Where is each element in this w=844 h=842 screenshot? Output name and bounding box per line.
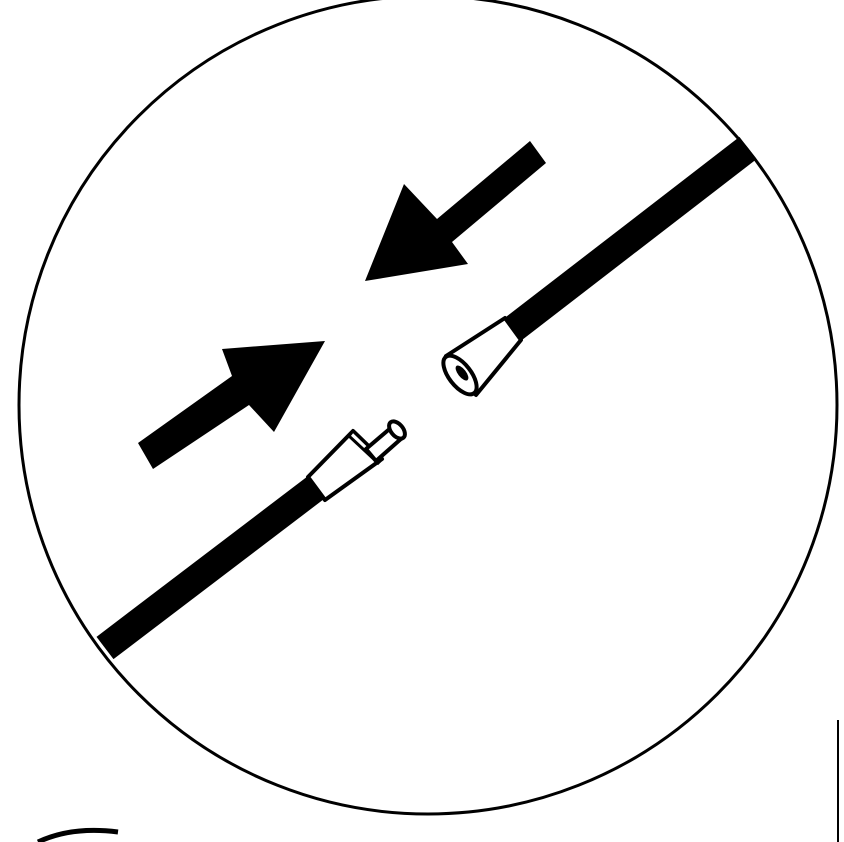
plug-body: [308, 431, 382, 500]
arrow-down-left-icon: [365, 141, 546, 281]
edge-mark-bottom-left: [38, 830, 118, 842]
arrow-up-right-icon: [138, 341, 325, 469]
circle-frame: [19, 0, 837, 814]
plug-pin: [366, 418, 408, 461]
left-cable-body: [105, 486, 318, 648]
right-cable-body: [512, 148, 748, 330]
